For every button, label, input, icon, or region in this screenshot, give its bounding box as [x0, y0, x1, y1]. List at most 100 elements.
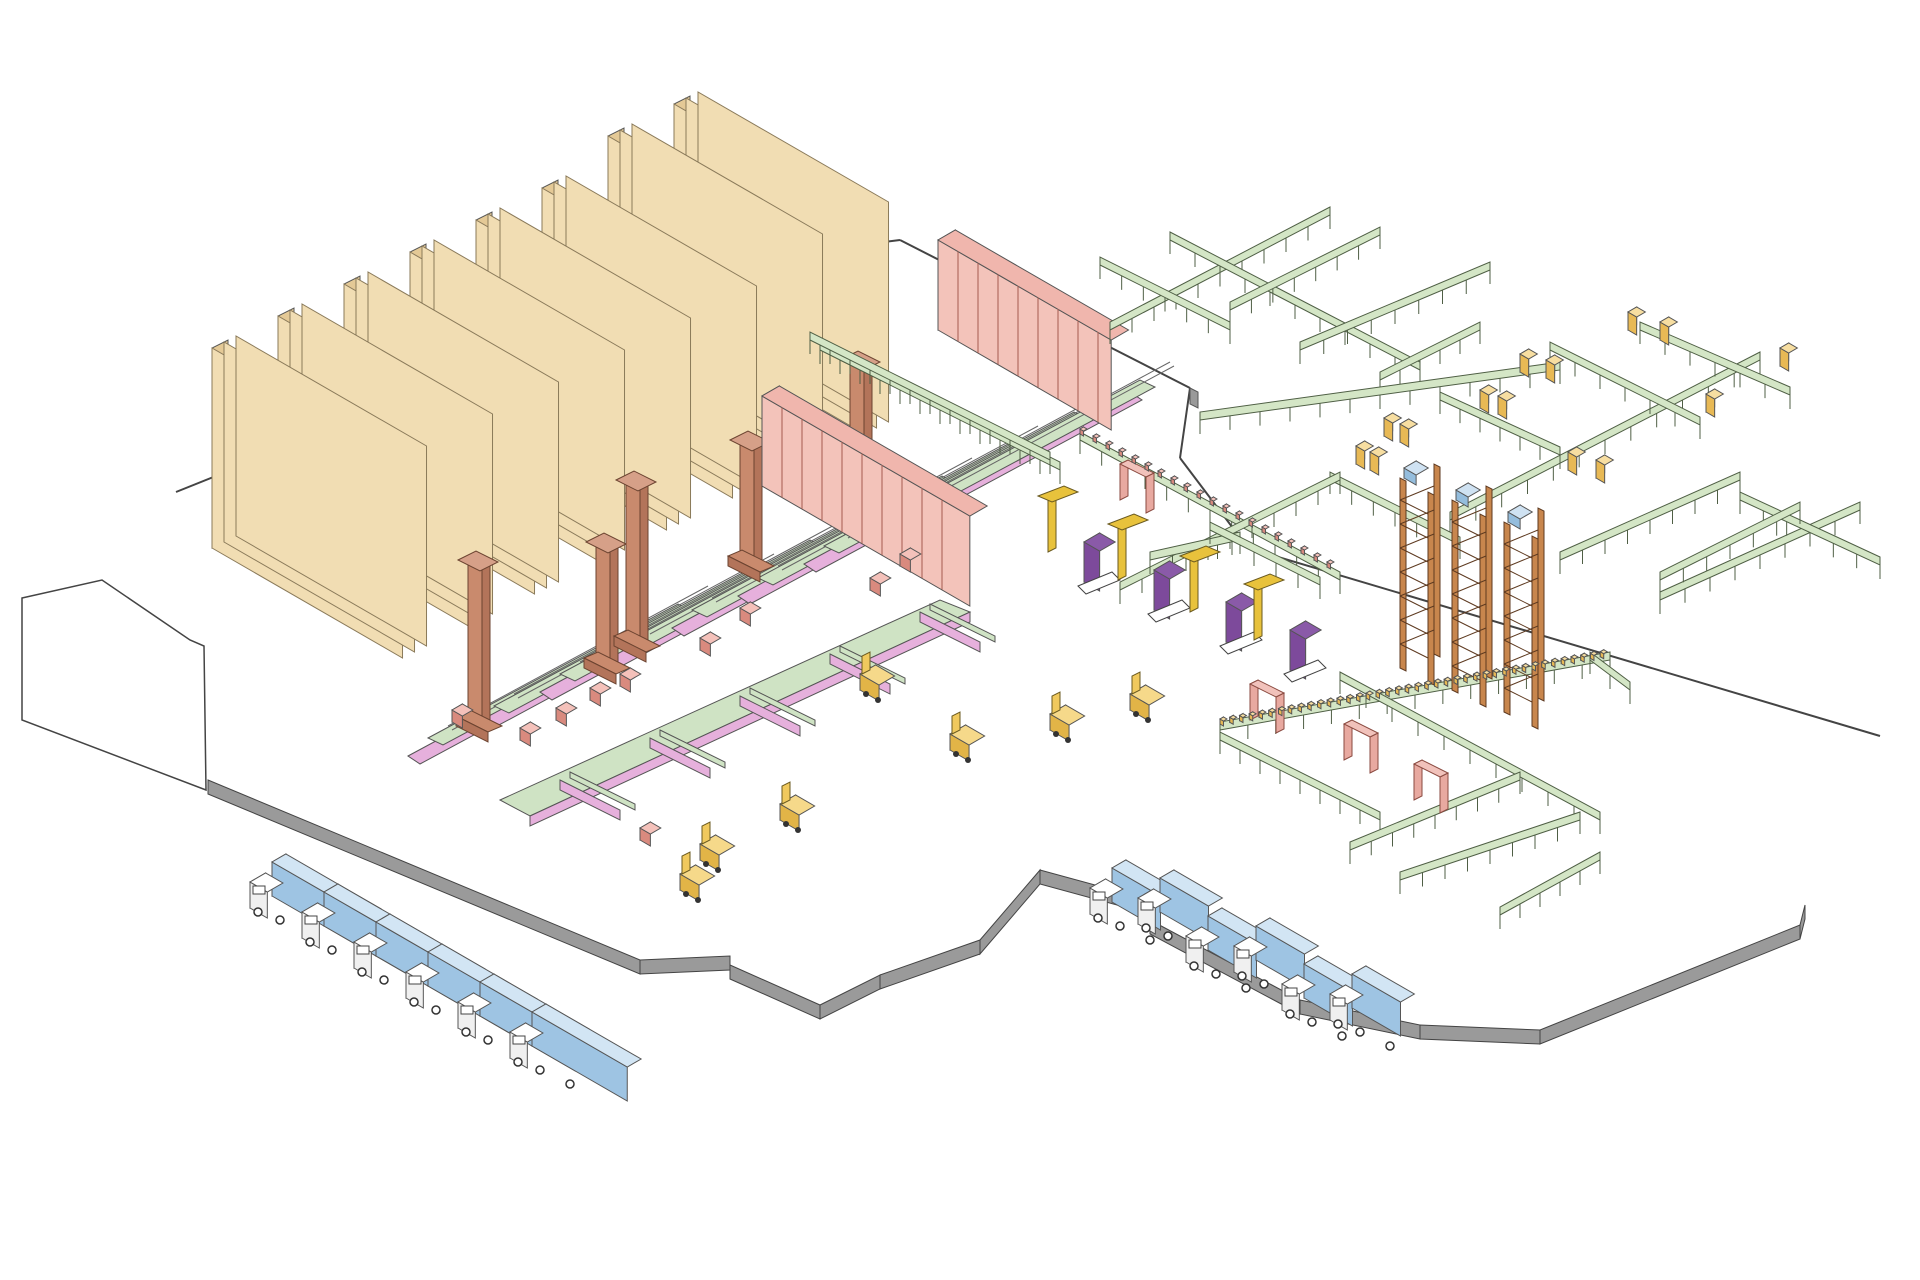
tower-shelf [1399, 523, 1429, 539]
left-dock-truck-wheel [275, 915, 285, 925]
robot-pallet-base [1219, 631, 1263, 655]
tower-shelf [1503, 687, 1533, 703]
conveyor-upper-branch [1299, 261, 1491, 351]
right-dock-truck-wheel [1141, 923, 1151, 933]
tower-shelf [1399, 499, 1429, 515]
tower-cap-top [1507, 504, 1534, 520]
small-carton-top [1492, 668, 1501, 674]
small-tote-top [1196, 489, 1205, 495]
left-dock-truck-wheel [409, 997, 419, 1007]
tower-shelf [1399, 547, 1429, 563]
forklift-mast [1051, 691, 1061, 715]
small-carton-top [1404, 683, 1414, 689]
right-dock-truck-wheel [1115, 921, 1125, 931]
left-dock-truck-container-top [531, 1003, 643, 1068]
small-carton-top [1443, 676, 1453, 682]
stacker-crane-mast [625, 479, 641, 648]
back-wall-segment [1179, 387, 1191, 459]
small-tote-top [1144, 461, 1153, 467]
conveyor-upper-cross [1169, 231, 1421, 371]
front-edge-wall [639, 955, 731, 975]
tower-shelf [1503, 673, 1539, 689]
tower-shelf [1503, 591, 1533, 607]
carton-box-top [1627, 306, 1647, 318]
bulk-block-front-top [761, 385, 989, 517]
carton-box-top [1779, 342, 1799, 354]
tower-shelf [1451, 545, 1481, 561]
cross-aisle-green [659, 729, 726, 769]
small-carton-top [1560, 656, 1570, 662]
right-dock-truck-windshield [1284, 987, 1298, 997]
forklift-wheel [953, 751, 959, 757]
pallet-load-top [899, 547, 922, 561]
carton-box-top [1383, 412, 1403, 424]
left-dock-truck-wheel [565, 1079, 575, 1089]
small-carton-top [1472, 671, 1482, 677]
right-dock-truck-wheel [1307, 1017, 1317, 1027]
small-tote-top [1313, 552, 1322, 558]
storage-rack-walls [211, 91, 890, 659]
tower-cap-top [1403, 460, 1430, 476]
small-tote-top [1170, 475, 1179, 481]
front-edge-wall [819, 974, 881, 1020]
tower-shelf [1503, 639, 1533, 655]
right-dock-truck-wheel [1259, 979, 1269, 989]
forklift-mast [1131, 671, 1141, 695]
conveyor-mid-loop [1209, 521, 1321, 586]
side-building [21, 579, 207, 792]
front-edge-wall [729, 964, 821, 1020]
small-tote-top [1326, 559, 1335, 565]
conveyor-upper-branch [1229, 226, 1381, 311]
small-carton-top [1453, 675, 1462, 681]
small-tote-top [1235, 510, 1244, 516]
tower-shelf [1399, 629, 1435, 645]
forklift-wheel [715, 867, 721, 873]
tower-shelf [1503, 615, 1533, 631]
small-carton-top [1482, 669, 1492, 676]
stacker-crane-mast-side [639, 482, 649, 648]
tower-shelf [1451, 555, 1487, 571]
left-dock-truck-windshield [408, 975, 422, 985]
tower-shelf [1503, 529, 1539, 545]
left-dock-truck-windshield [460, 1005, 474, 1015]
pallet-load-top [519, 721, 542, 735]
small-carton-top [1316, 699, 1326, 705]
carton-box-top [1567, 446, 1587, 458]
small-carton-top [1414, 681, 1423, 688]
small-carton-top [1433, 678, 1443, 684]
forklift-mast [781, 781, 791, 805]
wall-pillar [1189, 387, 1199, 409]
small-carton-top [1219, 716, 1228, 722]
left-dock-truck-wheel [357, 967, 367, 977]
tower-post [1479, 513, 1487, 708]
stacker-crane-mast-side [481, 562, 491, 728]
cross-aisle-pink [649, 737, 711, 779]
stacker-crane-base-front [613, 635, 647, 663]
small-carton-top [1540, 659, 1550, 665]
small-carton-top [1550, 657, 1560, 663]
small-carton-top [1462, 673, 1472, 679]
conveyor-lower-cross [1339, 671, 1601, 821]
cross-aisle-green [749, 687, 816, 727]
conveyor-mid-loop [1119, 471, 1341, 591]
forklift-wheel [1053, 731, 1059, 737]
small-tote-top [1079, 426, 1088, 432]
stacker-crane-mast [595, 541, 611, 670]
right-dock-truck-wheel [1237, 971, 1247, 981]
forklift-wheel [1065, 737, 1071, 743]
front-edge-wall [1419, 1024, 1541, 1045]
robot-arm-boom [1106, 513, 1150, 531]
right-dock-truck-wheel [1333, 1019, 1343, 1029]
conveyor-right-rack [1559, 471, 1741, 561]
bulk-block-back-face-b [937, 239, 1112, 431]
robot-arm-boom [1242, 573, 1286, 591]
small-carton-top [1394, 685, 1404, 691]
left-dock-truck-wheel [483, 1035, 493, 1045]
right-dock-truck-container-top [1255, 917, 1320, 955]
small-tote-top [1209, 496, 1218, 502]
small-tote-top [1274, 531, 1283, 537]
gate-post [1145, 472, 1155, 514]
forklift-mast [681, 851, 691, 875]
right-dock-truck-wheel [1385, 1041, 1395, 1051]
